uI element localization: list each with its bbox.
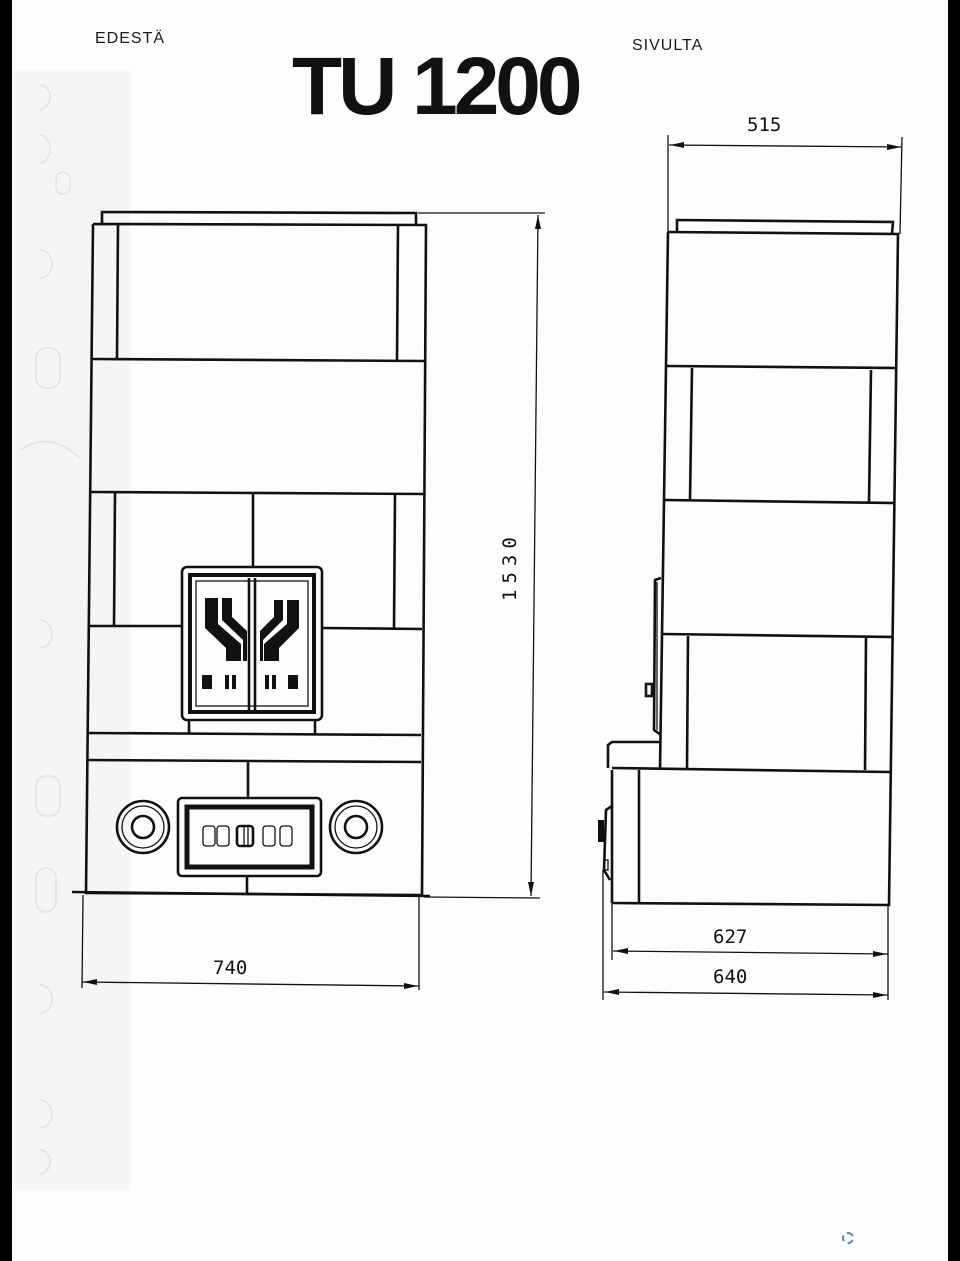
side-view-label: SIVULTA xyxy=(632,37,704,54)
binder-hole-strip xyxy=(14,70,130,1190)
fire-door-icon xyxy=(180,565,324,722)
front-view-label: EDESTÄ xyxy=(95,30,166,47)
side-view xyxy=(598,218,900,907)
dimension-740: 740 xyxy=(213,957,248,979)
binder-holes xyxy=(19,84,81,1175)
control-display-icon xyxy=(176,796,323,878)
dimension-1530: 1530 xyxy=(499,531,521,601)
front-view xyxy=(71,210,431,898)
dimension-627: 627 xyxy=(713,926,748,948)
right-knob-icon xyxy=(328,799,384,855)
front-width-dimension xyxy=(81,894,420,990)
dimension-515: 515 xyxy=(747,114,782,136)
side-door-handle-icon xyxy=(644,576,662,737)
side-body-depth-dimension xyxy=(611,903,889,1000)
model-title: TU 1200 xyxy=(292,41,583,132)
side-top-depth-dimension xyxy=(667,135,903,235)
front-height-dimension xyxy=(418,212,545,899)
left-knob-icon xyxy=(115,799,171,855)
drawing-sheet xyxy=(12,0,948,1261)
dimension-640: 640 xyxy=(713,966,748,988)
side-total-depth-dimension xyxy=(602,870,889,1000)
spinner-icon xyxy=(842,1232,854,1244)
side-lower-handle-icon xyxy=(598,804,613,881)
